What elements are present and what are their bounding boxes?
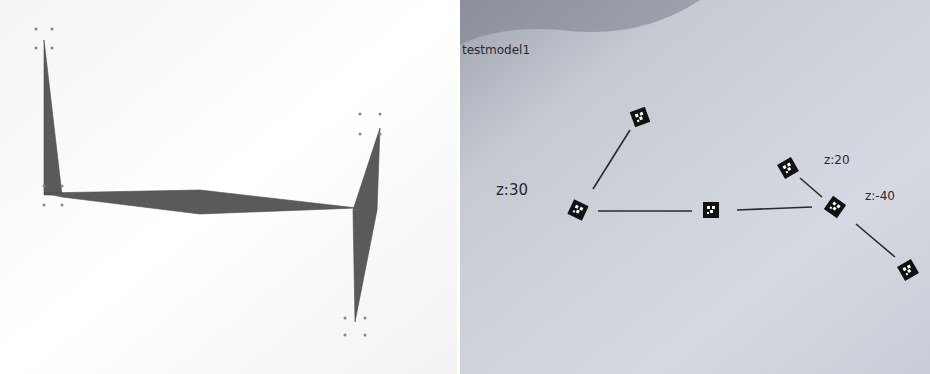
photo-label: z:20 [824,154,850,166]
photo-label: z:30 [496,183,528,198]
photo-label: testmodel1 [462,44,530,56]
photo-label: z:-40 [865,190,895,202]
